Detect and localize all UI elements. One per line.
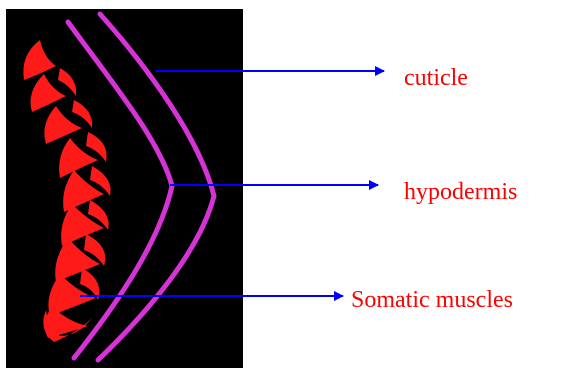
somatic-muscles-label: Somatic muscles <box>351 286 513 314</box>
cuticle-label: cuticle <box>404 64 468 92</box>
hypodermis-label: hypodermis <box>404 178 517 206</box>
